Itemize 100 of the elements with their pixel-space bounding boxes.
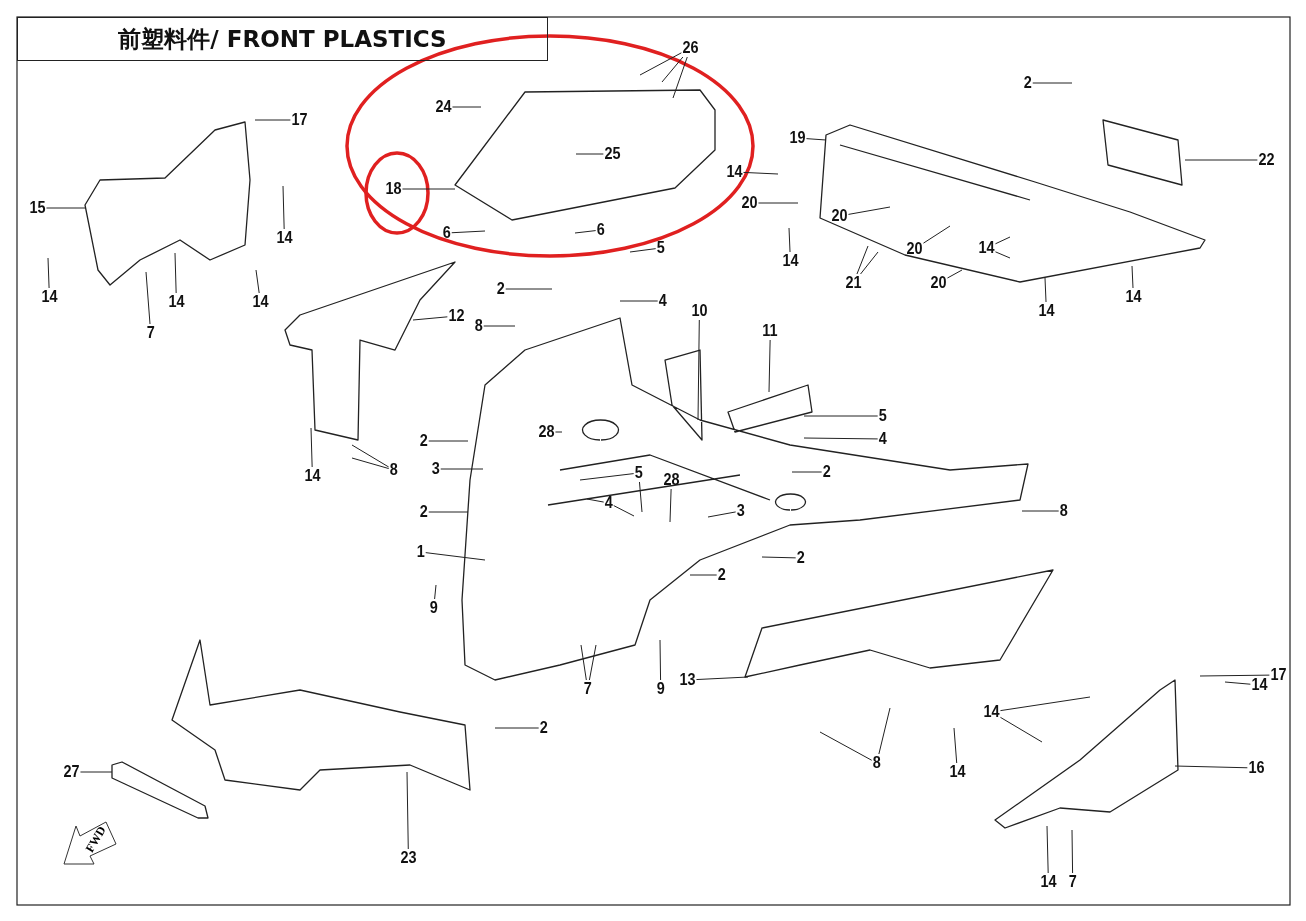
callout-number: 25 [604,145,621,163]
leader-line [580,644,587,681]
leader-line [999,696,1091,712]
callout-number: 14 [252,293,269,311]
callout-number: 20 [741,194,758,212]
callout-number: 14 [1040,873,1057,891]
callout-number: 26 [682,39,699,57]
callout-number: 2 [419,503,428,521]
leader-line [425,552,486,561]
callout-number: 13 [679,671,696,689]
callout-number: 14 [304,467,321,485]
callout-number: 1 [416,543,425,561]
leader-line [695,676,749,681]
leader-line [1071,829,1074,874]
leader-line [451,230,486,234]
leader-line [47,257,50,289]
leader-line [669,488,672,523]
leader-line [440,468,484,470]
callout-number: 21 [845,274,862,292]
leader-line [588,644,597,681]
leader-line [412,316,448,321]
leader-line [788,227,791,253]
callout-number: 23 [400,849,417,867]
leader-line [697,319,700,421]
callout-number: 20 [930,274,947,292]
callout-number: 2 [717,566,726,584]
leader-line [282,185,285,230]
leader-line [351,457,390,470]
callout-number: 27 [63,763,80,781]
leader-line [434,584,437,600]
callout-number: 17 [291,111,308,129]
leader-line [994,251,1011,259]
leader-line [310,427,313,468]
leader-line [856,245,869,275]
callout-number: 20 [906,240,923,258]
leader-line [999,716,1043,743]
callout-number: 3 [431,460,440,478]
leader-line [638,481,643,513]
callout-number: 3 [736,502,745,520]
leader-line [1131,265,1134,289]
callout-number: 7 [583,680,592,698]
callout-number: 24 [435,98,452,116]
callout-number: 4 [878,430,887,448]
callout-number: 28 [538,423,555,441]
leader-line [757,202,799,204]
leader-line [629,248,657,253]
callout-number: 2 [1023,74,1032,92]
leader-line [79,771,113,773]
callout-number: 8 [389,461,398,479]
leader-line [451,106,482,108]
leader-line [672,56,688,99]
leader-line [255,269,260,294]
leader-line [707,511,737,518]
callout-number: 18 [385,180,402,198]
callout-number: 5 [656,239,665,257]
leader-line [639,52,682,76]
callout-number: 7 [1068,873,1077,891]
leader-line [768,339,771,393]
callout-number: 2 [496,280,505,298]
leader-line [406,771,409,850]
callout-number: 14 [1251,676,1268,694]
callout-number: 12 [448,307,465,325]
callout-number: 6 [596,221,605,239]
leader-line [613,505,635,517]
leader-line [619,300,659,302]
leader-line [1046,825,1049,874]
leader-line [803,437,879,440]
callout-number: 10 [691,302,708,320]
leader-line [922,225,951,244]
callout-number: 14 [726,163,743,181]
leader-line [847,206,891,215]
callout-number: 14 [1038,302,1055,320]
leader-line [145,271,151,325]
callout-number: 8 [1059,502,1068,520]
callout-number: 14 [949,763,966,781]
callout-number: 2 [419,432,428,450]
callout-number: 14 [978,239,995,257]
callout-number: 2 [796,549,805,567]
leader-line [742,171,779,175]
leader-line [428,440,469,442]
leader-line [953,727,958,764]
callout-number: 14 [41,288,58,306]
leader-line [1044,277,1047,303]
callout-number: 9 [656,680,665,698]
callout-number: 16 [1248,759,1265,777]
callout-number: 8 [872,754,881,772]
callout-number: 22 [1258,151,1275,169]
callout-number: 17 [1270,666,1287,684]
leader-line [586,498,605,503]
title: 前塑料件/ FRONT PLASTICS [17,17,548,61]
leader-line [505,288,553,290]
leader-line [174,252,177,294]
callout-number: 4 [604,494,613,512]
leader-line [575,153,604,155]
callout-number: 14 [276,229,293,247]
leader-line [659,639,662,681]
leader-line [819,731,873,761]
leader-line [574,230,597,234]
leader-line [1224,681,1251,685]
leader-line [483,325,516,327]
